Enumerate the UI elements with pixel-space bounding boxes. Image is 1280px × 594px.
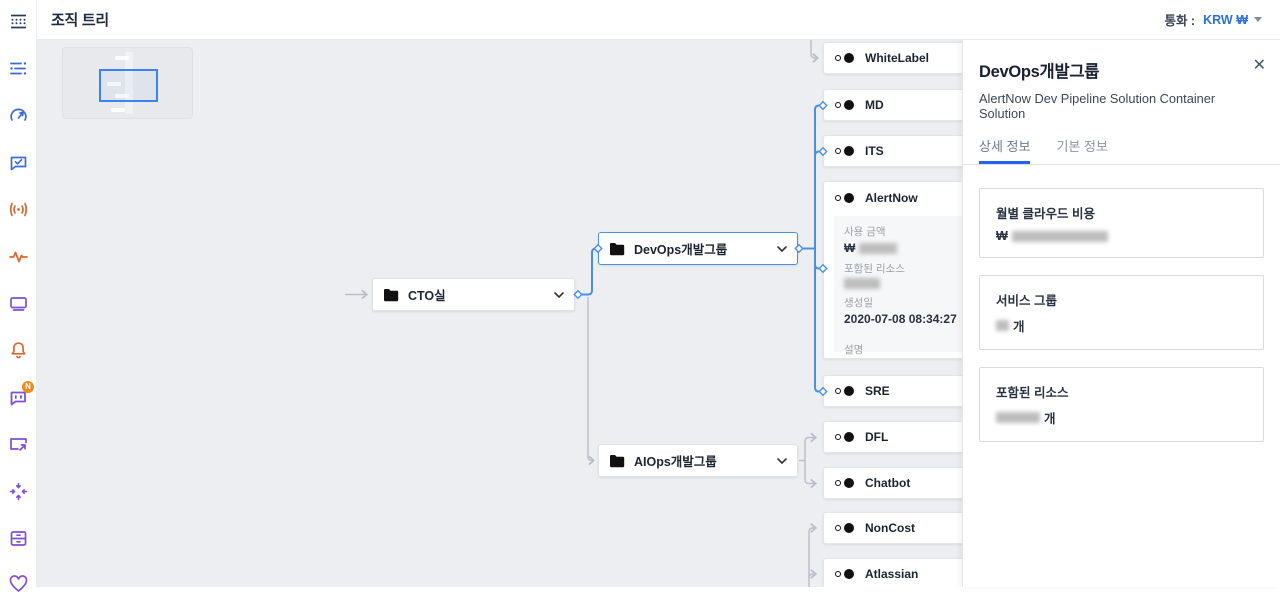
leaf-label: AlertNow	[865, 191, 918, 205]
chevron-down-icon[interactable]	[777, 245, 787, 252]
card-label: 월별 클라우드 비용	[996, 207, 1095, 221]
org-table-icon[interactable]	[8, 11, 29, 32]
solid-dot-icon	[844, 478, 854, 488]
leaf-label: ITS	[865, 144, 884, 158]
chat-message-icon[interactable]: N	[8, 381, 34, 408]
solid-dot-icon	[844, 569, 854, 579]
leaf-label: SRE	[865, 384, 890, 398]
tab-basic-info[interactable]: 기본 정보	[1056, 139, 1108, 154]
panel-subtitle: AlertNow Dev Pipeline Solution Container…	[979, 91, 1216, 121]
card-label: 서비스 그룹	[996, 294, 1057, 308]
open-dot-icon	[835, 55, 841, 61]
solid-dot-icon	[844, 53, 854, 63]
usage-amount-value: ₩	[844, 241, 978, 255]
leaf-label: WhiteLabel	[865, 51, 930, 65]
open-dot-icon	[835, 148, 841, 154]
currency-label: 통화 :	[1164, 14, 1196, 28]
open-dot-icon	[835, 525, 841, 531]
redacted-value	[858, 242, 897, 254]
tree-node-label: CTO실	[408, 289, 446, 303]
monthly-cloud-cost-card: 월별 클라우드 비용 ₩	[979, 188, 1264, 258]
tree-node-devops[interactable]: DevOps개발그룹	[598, 232, 798, 265]
gauge-icon[interactable]	[8, 105, 29, 126]
card-label: 포함된 리소스	[996, 386, 1069, 400]
redacted-value	[996, 412, 1040, 423]
description-label: 설명	[844, 344, 864, 356]
minimap-viewport[interactable]	[99, 69, 158, 102]
chevron-down-icon	[1254, 17, 1262, 22]
solid-dot-icon	[844, 523, 854, 533]
screen-share-icon[interactable]	[8, 434, 29, 455]
solid-dot-icon	[844, 432, 854, 442]
open-dot-icon	[835, 571, 841, 577]
solid-dot-icon	[844, 146, 854, 156]
open-dot-icon	[835, 480, 841, 486]
created-date-label: 생성일	[844, 297, 873, 309]
card-value: ₩	[996, 229, 1247, 243]
tab-detail-info[interactable]: 상세 정보	[979, 136, 1031, 164]
open-dot-icon	[835, 388, 841, 394]
leaf-label: MD	[865, 98, 884, 112]
panel-tabs: 상세 정보 기본 정보	[963, 136, 1280, 164]
converge-arrows-icon[interactable]	[8, 481, 29, 502]
folder-icon	[609, 454, 625, 468]
card-value: 개	[996, 408, 1247, 427]
included-resources-card: 포함된 리소스 개	[979, 367, 1264, 442]
included-resources-label: 포함된 리소스	[844, 263, 905, 275]
currency-selector[interactable]: KRW ₩	[1203, 13, 1262, 27]
tabs-divider	[963, 164, 1280, 165]
tree-node-label: AIOps개발그룹	[634, 455, 717, 469]
service-group-card: 서비스 그룹 개	[979, 275, 1264, 350]
leaf-label: NonCost	[865, 521, 915, 535]
monitor-icon[interactable]	[8, 293, 29, 314]
leaf-header[interactable]: AlertNow	[824, 182, 990, 214]
chevron-down-icon[interactable]	[554, 291, 564, 298]
usage-amount-label: 사용 금액	[844, 226, 886, 238]
solid-dot-icon	[844, 386, 854, 396]
solid-dot-icon	[844, 100, 854, 110]
currency-value: KRW ₩	[1203, 12, 1248, 27]
heart-icon[interactable]	[8, 573, 29, 594]
panel-title: DevOps개발그룹	[979, 63, 1100, 81]
leaf-label: DFL	[865, 430, 889, 444]
leaf-label: Atlassian	[865, 567, 919, 581]
open-dot-icon	[835, 102, 841, 108]
redacted-value	[1011, 230, 1108, 242]
list-filter-icon[interactable]	[8, 58, 29, 79]
solid-dot-icon	[844, 193, 854, 203]
redacted-value	[996, 320, 1009, 331]
close-icon[interactable]: ✕	[1252, 57, 1266, 74]
open-dot-icon	[835, 195, 841, 201]
redacted-value	[844, 278, 880, 289]
page-title: 조직 트리	[51, 12, 109, 29]
notification-badge: N	[22, 381, 34, 393]
chat-check-icon[interactable]	[8, 152, 29, 173]
broadcast-icon[interactable]	[8, 199, 29, 220]
open-dot-icon	[835, 434, 841, 440]
chevron-down-icon[interactable]	[777, 457, 787, 464]
bell-icon[interactable]	[8, 340, 29, 361]
drawer-icon[interactable]	[8, 528, 29, 549]
pulse-icon[interactable]	[8, 246, 29, 267]
tree-node-aiops[interactable]: AIOps개발그룹	[598, 444, 798, 477]
detail-panel: DevOps개발그룹 ✕ AlertNow Dev Pipeline Solut…	[962, 40, 1280, 587]
folder-icon	[383, 288, 399, 302]
tree-node-label: DevOps개발그룹	[634, 243, 728, 257]
created-date-value: 2020-07-08 08:34:27	[844, 312, 957, 326]
icon-sidebar: N	[0, 0, 37, 593]
folder-icon	[609, 242, 625, 256]
leaf-label: Chatbot	[865, 476, 911, 490]
minimap[interactable]	[62, 47, 193, 119]
card-value: 개	[996, 316, 1247, 335]
tree-node-cto[interactable]: CTO실	[372, 278, 575, 311]
included-resources-value	[844, 278, 978, 289]
top-bar: 조직 트리 통화 : KRW ₩	[37, 0, 1280, 40]
